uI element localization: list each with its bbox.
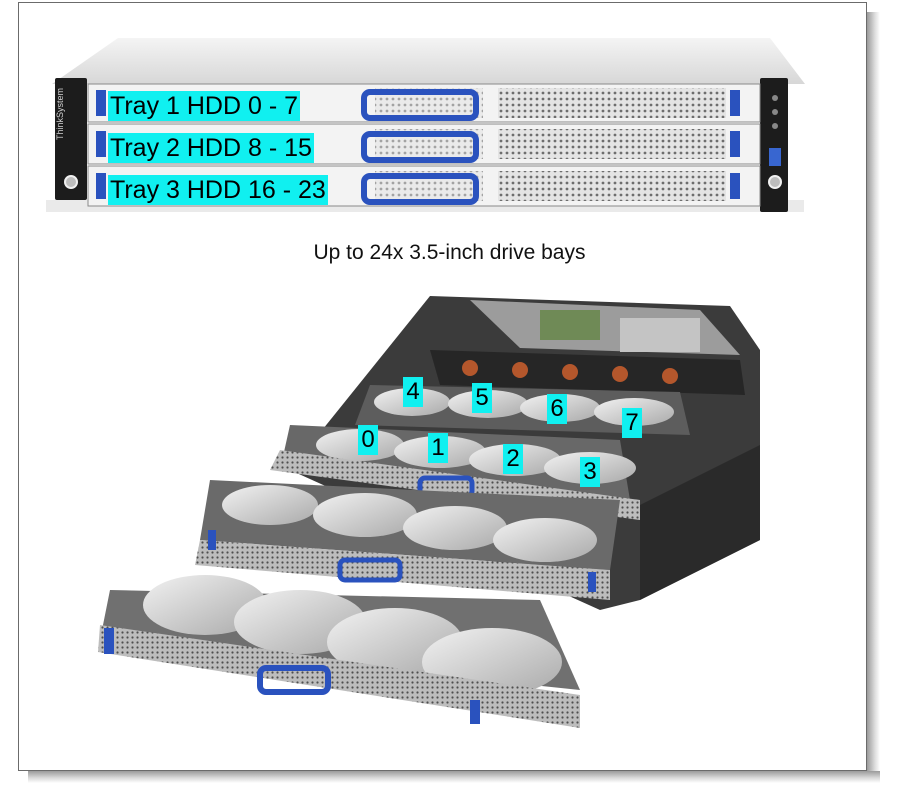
bay-label-5: 5 — [472, 383, 492, 413]
tray-3-label: Tray 3 HDD 16 - 23 — [108, 175, 328, 205]
tray-1-label: Tray 1 HDD 0 - 7 — [108, 91, 301, 121]
ear-screw-right — [768, 175, 782, 189]
frame-shadow-right — [867, 12, 880, 781]
psu-cage — [620, 318, 700, 352]
bay-label-2: 2 — [503, 444, 523, 474]
bay-label-6: 6 — [547, 394, 567, 424]
caption: Up to 24x 3.5-inch drive bays — [313, 241, 586, 264]
open-server — [98, 296, 760, 728]
bay-label-0: 0 — [358, 425, 378, 455]
internal-tray-back — [355, 385, 690, 435]
server-lid — [52, 38, 805, 84]
id-button-icon — [772, 109, 778, 115]
frame-shadow-bottom — [28, 771, 880, 783]
bay-label-3: 3 — [580, 457, 600, 487]
tray-2-extended — [195, 480, 620, 600]
brand-mark: ThinkSystem — [55, 88, 65, 140]
status-led-icon — [772, 123, 778, 129]
fan-icon — [612, 366, 628, 382]
pcie-riser — [540, 310, 600, 340]
bay-label-7: 7 — [622, 408, 642, 438]
front-server: ThinkSystem — [46, 38, 805, 212]
fan-icon — [662, 368, 678, 384]
ear-screw — [64, 175, 78, 189]
tray-3-extended — [98, 575, 580, 728]
left-rack-ear — [55, 78, 87, 200]
fan-icon — [512, 362, 528, 378]
fan-icon — [462, 360, 478, 376]
usb-port-icon — [769, 148, 781, 166]
fan-wall — [430, 350, 745, 395]
power-button-icon — [772, 95, 778, 101]
chassis-side — [640, 445, 760, 600]
tray-2-label: Tray 2 HDD 8 - 15 — [108, 133, 314, 163]
bay-label-1: 1 — [428, 433, 448, 463]
bay-label-4: 4 — [403, 377, 423, 407]
fan-icon — [562, 364, 578, 380]
